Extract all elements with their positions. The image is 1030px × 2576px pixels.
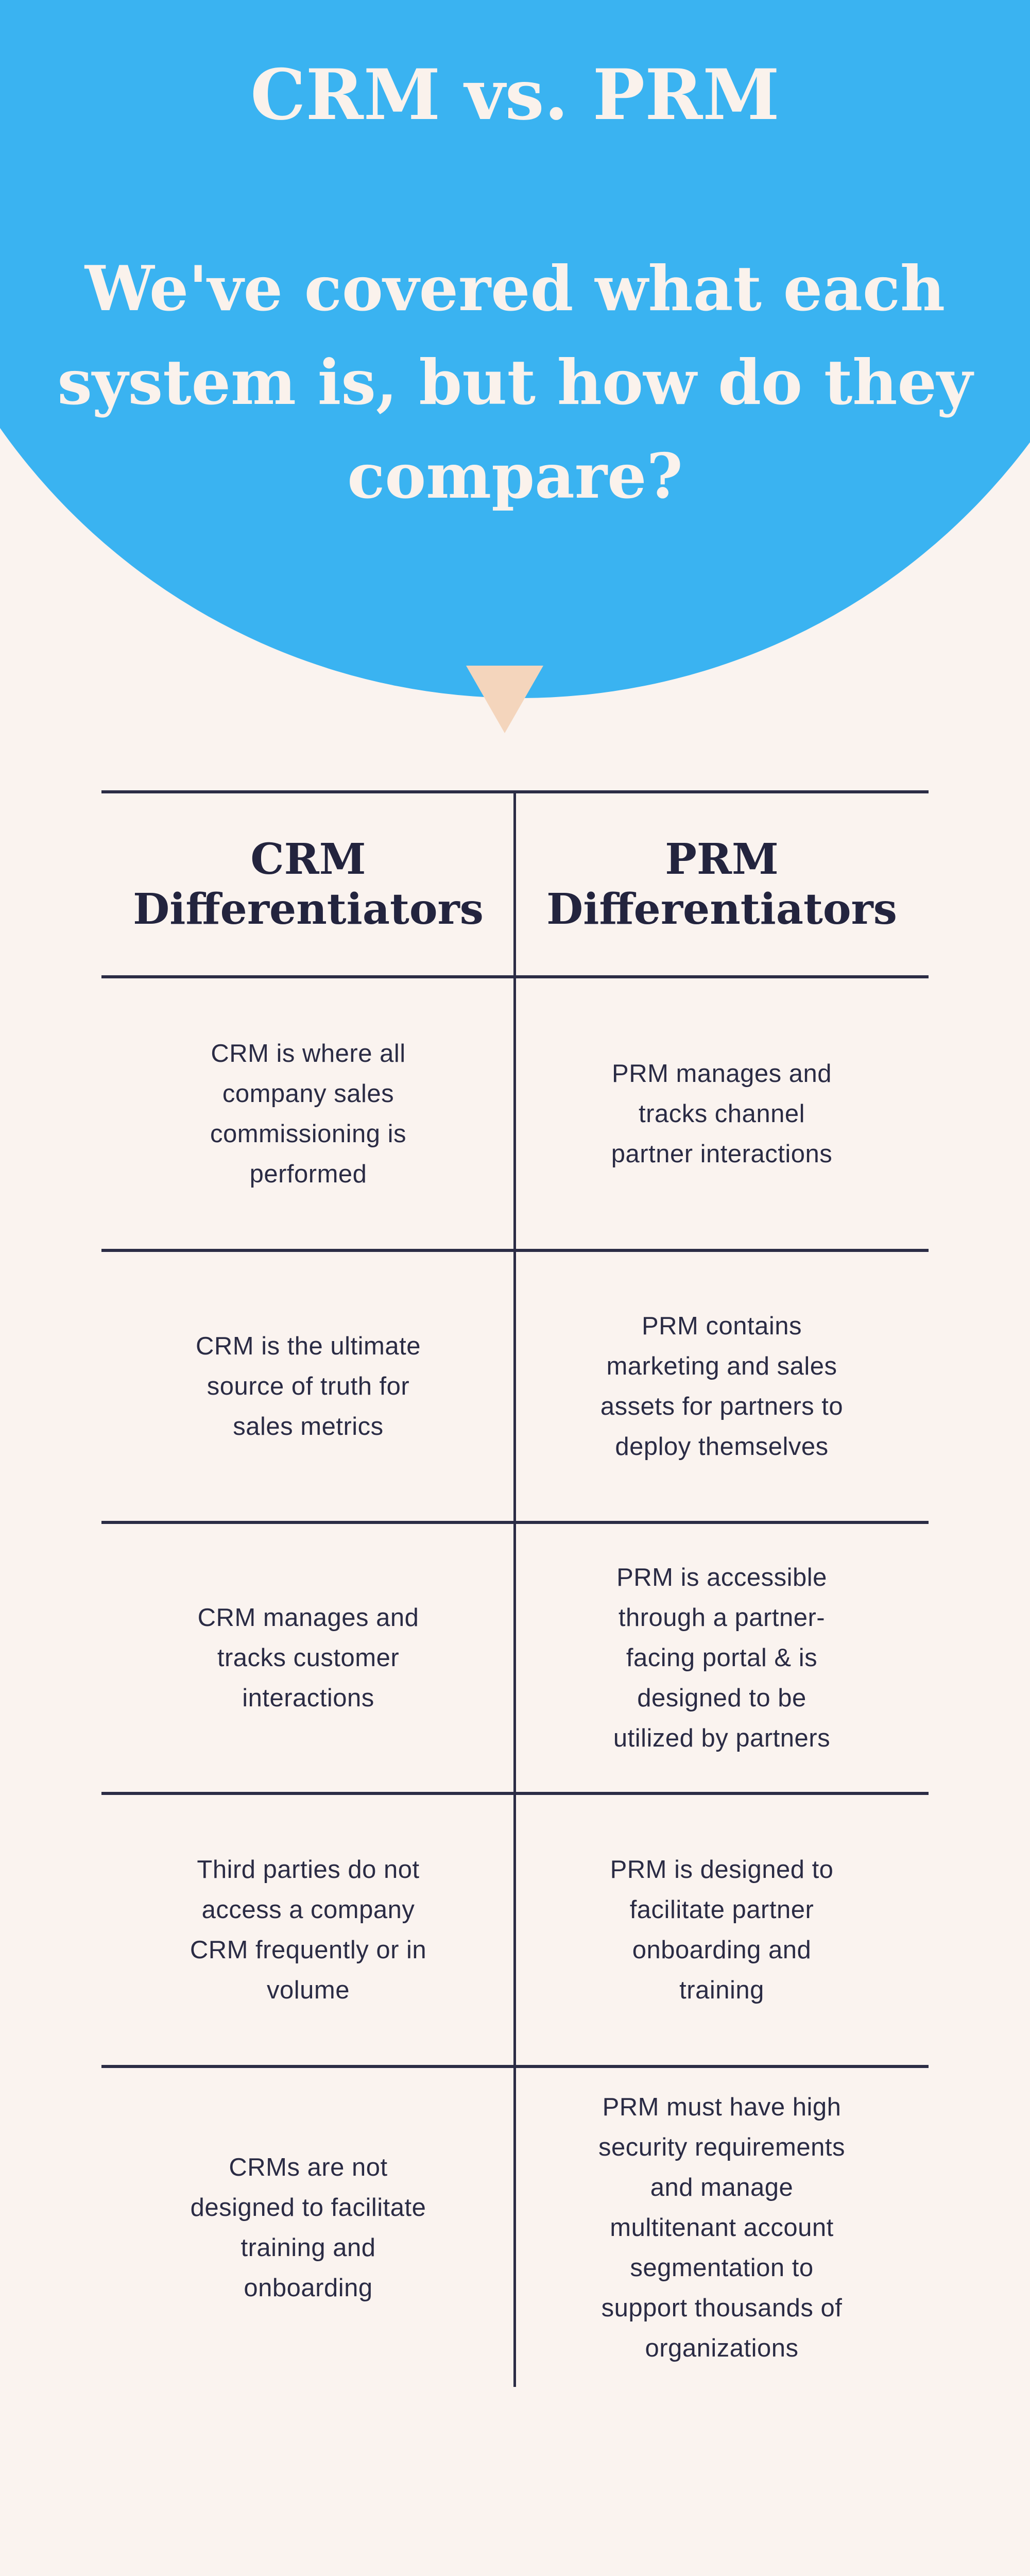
table-row: Third parties do not access a company CR… [101,1795,929,2065]
crm-cell-text: Third parties do not access a company CR… [190,1856,427,2004]
prm-column-header: PRM Differentiators [546,834,897,934]
prm-cell-text: PRM manages and tracks channel partner i… [611,1059,833,1168]
prm-cell: PRM contains marketing and sales assets … [515,1252,929,1521]
prm-cell-text: PRM contains marketing and sales assets … [600,1312,844,1461]
crm-cell-text: CRM is the ultimate source of truth for … [195,1332,421,1440]
crm-cell: CRMs are not designed to facilitate trai… [101,2068,515,2387]
crm-cell-text: CRM manages and tracks customer interact… [197,1604,419,1712]
crm-header-cell: CRM Differentiators [101,793,515,975]
column-divider [513,790,516,2387]
table-row: CRM is where all company sales commissio… [101,978,929,1249]
prm-cell-text: PRM must have high security requirements… [598,2093,845,2362]
prm-cell: PRM must have high security requirements… [515,2068,929,2387]
prm-header-cell: PRM Differentiators [515,793,929,975]
crm-cell: CRM manages and tracks customer interact… [101,1524,515,1792]
prm-cell-text: PRM is accessible through a partner- fac… [613,1564,831,1752]
prm-cell: PRM manages and tracks channel partner i… [515,978,929,1249]
crm-cell: Third parties do not access a company CR… [101,1795,515,2065]
down-arrow-icon [466,666,543,733]
page-title: CRM vs. PRM [250,54,780,135]
prm-cell: PRM is accessible through a partner- fac… [515,1524,929,1792]
hero-blue-circle [0,0,1030,698]
table-row: CRM is the ultimate source of truth for … [101,1252,929,1521]
table-row: CRMs are not designed to facilitate trai… [101,2068,929,2387]
crm-column-header: CRM Differentiators [133,834,484,934]
crm-cell-text: CRMs are not designed to facilitate trai… [190,2153,426,2302]
crm-cell-text: CRM is where all company sales commissio… [210,1039,407,1188]
hero-subtitle: We've covered what each system is, but h… [57,252,973,513]
crm-cell: CRM is the ultimate source of truth for … [101,1252,515,1521]
table-header-row: CRM Differentiators PRM Differentiators [101,793,929,975]
table-row: CRM manages and tracks customer interact… [101,1524,929,1792]
prm-cell-text: PRM is designed to facilitate partner on… [610,1856,834,2004]
crm-cell: CRM is where all company sales commissio… [101,978,515,1249]
prm-cell: PRM is designed to facilitate partner on… [515,1795,929,2065]
